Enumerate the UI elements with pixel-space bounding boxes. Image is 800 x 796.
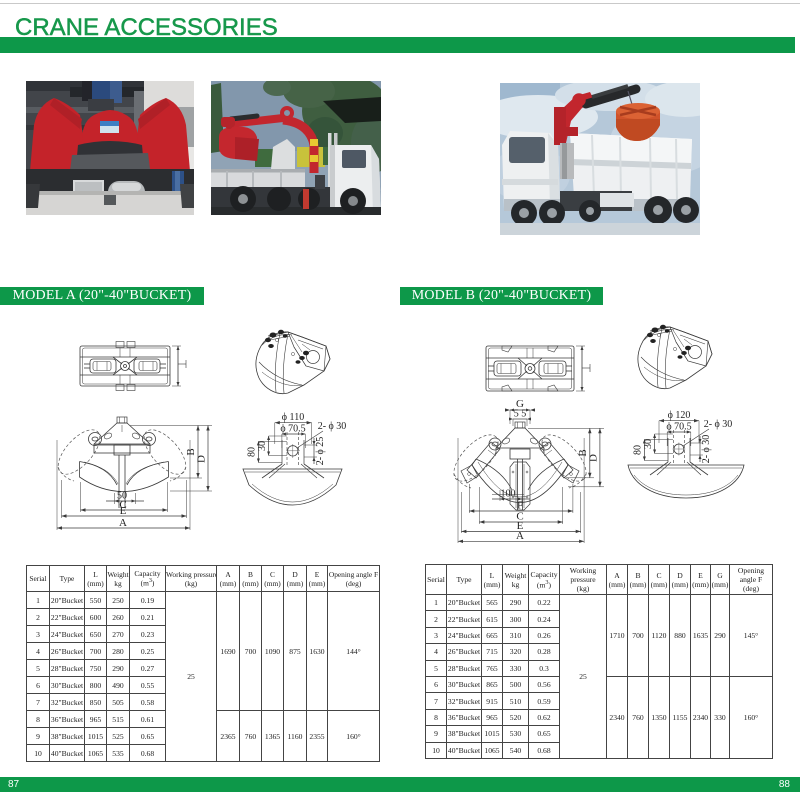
svg-text:C: C [119, 499, 126, 511]
svg-text:2- ϕ 30: 2- ϕ 30 [701, 435, 712, 464]
svg-text:50: 50 [117, 491, 127, 502]
svg-text:ϕ 120: ϕ 120 [668, 410, 691, 421]
svg-text:5 5: 5 5 [514, 409, 527, 420]
svg-text:E: E [517, 520, 524, 532]
svg-text:ϕ 110: ϕ 110 [282, 412, 304, 423]
svg-text:2- ϕ 30: 2- ϕ 30 [318, 421, 347, 432]
svg-text:D: D [587, 454, 599, 462]
svg-text:G: G [516, 398, 524, 410]
svg-text:ϕ 70.5: ϕ 70.5 [666, 422, 691, 433]
svg-text:A: A [119, 517, 127, 529]
svg-text:30: 30 [643, 439, 654, 449]
svg-text:A: A [516, 530, 524, 542]
svg-text:2- ϕ 30: 2- ϕ 30 [704, 419, 733, 430]
svg-text:100: 100 [501, 489, 516, 500]
svg-text:ϕ 70.5: ϕ 70.5 [280, 424, 305, 435]
svg-text:B: B [185, 448, 197, 455]
svg-text:E: E [120, 505, 127, 517]
svg-text:D: D [196, 455, 208, 463]
svg-text:C: C [516, 511, 523, 523]
svg-text:2- ϕ 25: 2- ϕ 25 [315, 437, 326, 466]
svg-text:80: 80 [247, 447, 258, 457]
svg-text:F: F [517, 500, 523, 512]
svg-text:80: 80 [633, 445, 644, 455]
svg-text:30: 30 [257, 441, 268, 451]
svg-text:B: B [577, 449, 589, 456]
